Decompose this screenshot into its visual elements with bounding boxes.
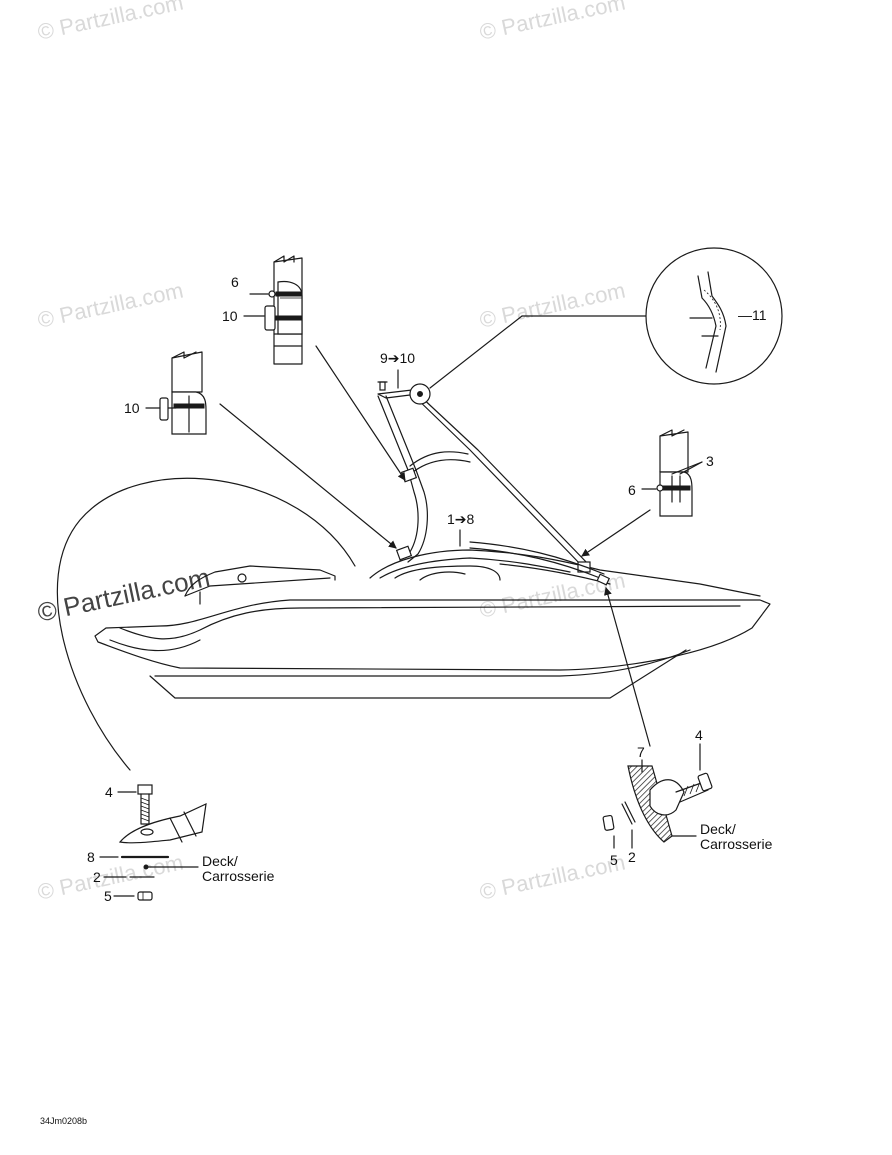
detail-fastener-right [602,587,713,849]
callout-7: 7 [637,744,645,760]
callout-4: 4 [105,784,113,800]
deck-label: Deck/ [700,821,736,837]
callout-3: 3 [706,453,714,469]
callout-10: 10 [124,400,140,416]
boat-hull [94,591,771,699]
callout-11: —11 [738,307,767,323]
callout-5: 5 [610,852,618,868]
drawing-code: 34Jm0208b [40,1116,88,1126]
callout-1-to-8: 1➔8 [447,511,475,527]
callout-2: 2 [628,849,636,865]
callout-6: 6 [628,482,636,498]
tower [377,381,611,586]
callout-6: 6 [231,274,239,290]
callout-8: 8 [87,849,95,865]
detail-bracket-left [145,351,397,549]
detail-bracket-upper [243,255,406,481]
deck-label: Deck/ [202,853,238,869]
detail-bracket-right [581,429,703,557]
callout-9-to-10: 9➔10 [380,350,416,366]
boat-deck [184,549,761,597]
carrosserie-label: Carrosserie [202,868,275,884]
detail-circle-11 [429,247,783,389]
callout-4: 4 [695,727,703,743]
leader-line [56,477,356,771]
callout-10: 10 [222,308,238,324]
carrosserie-label: Carrosserie [700,836,773,852]
callout-5: 5 [104,888,112,904]
callout-2: 2 [93,869,101,885]
detail-fastener-left [99,784,207,901]
